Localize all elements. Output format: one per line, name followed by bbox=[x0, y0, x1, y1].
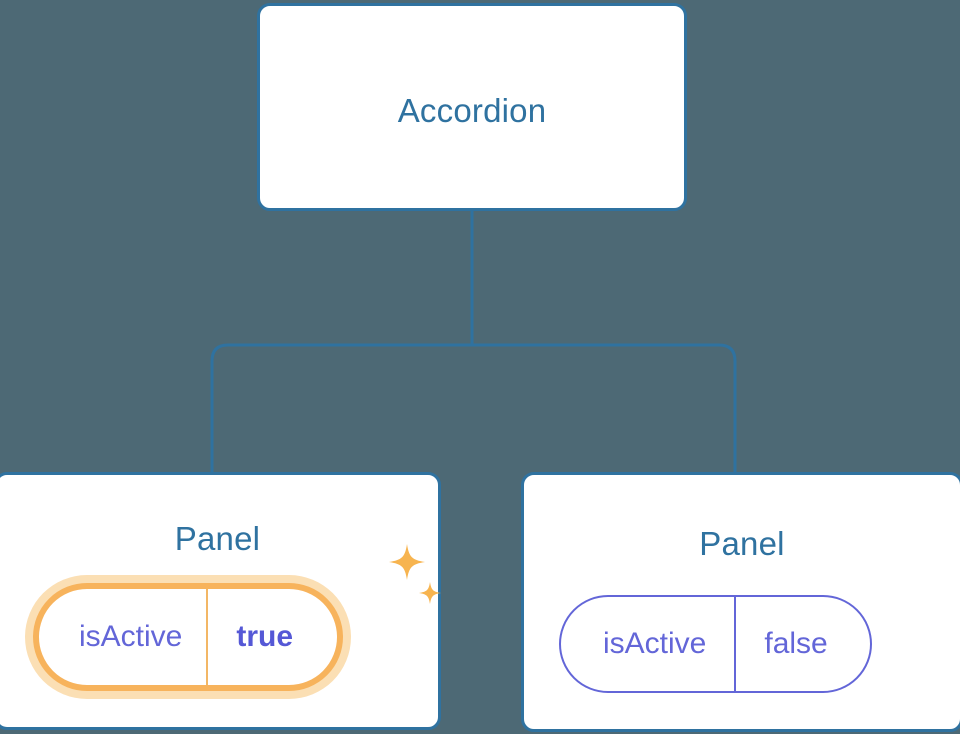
node-panel-inactive-title: Panel bbox=[699, 525, 785, 562]
node-panel-active[interactable]: Panel isActive true bbox=[0, 472, 441, 730]
prop-key-label: isActive bbox=[79, 620, 183, 653]
node-accordion-title: Accordion bbox=[397, 92, 547, 129]
prop-pill-active-wrapper: isActive true bbox=[33, 583, 344, 691]
node-panel-inactive[interactable]: Panel isActive false bbox=[521, 472, 960, 732]
prop-value-label: false bbox=[734, 597, 869, 691]
node-accordion[interactable]: Accordion bbox=[257, 3, 687, 211]
edge-branch-bus bbox=[210, 343, 737, 472]
prop-key-label: isActive bbox=[603, 627, 707, 660]
prop-pill-active[interactable]: isActive true bbox=[33, 583, 344, 691]
prop-pill-inactive-wrapper: isActive false bbox=[559, 595, 872, 693]
prop-pill-inactive[interactable]: isActive false bbox=[559, 595, 872, 693]
prop-value-label: true bbox=[206, 589, 337, 685]
node-panel-active-title: Panel bbox=[174, 520, 261, 557]
